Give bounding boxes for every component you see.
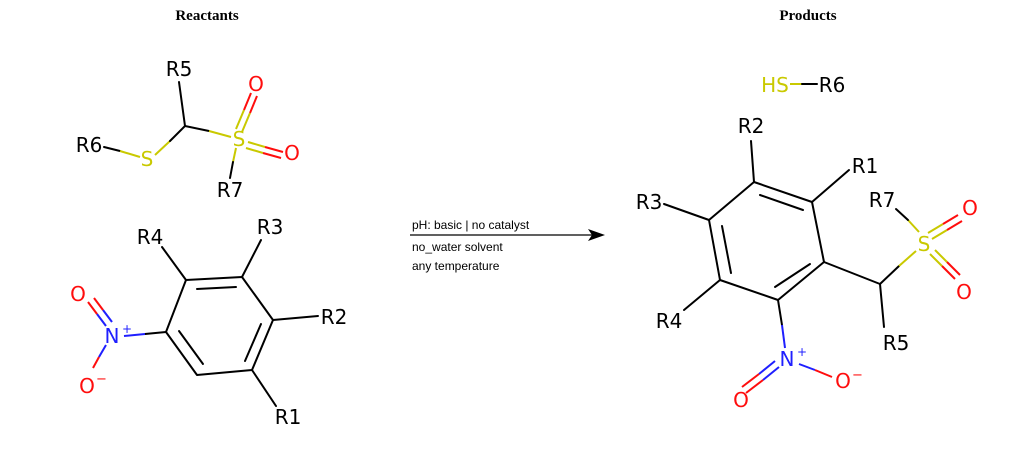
condition-solvent: no_water solvent xyxy=(412,240,503,254)
reactant1-oxygen-right: O xyxy=(284,141,300,165)
reactant-thioether-sulfone: R5 R6 S S O O R7 xyxy=(76,57,300,202)
product2-nitrogen: N xyxy=(780,347,795,371)
reactant1-thioether-sulfur: S xyxy=(141,147,154,171)
product2-oxygen-minus: O xyxy=(835,369,851,393)
product-substituted-arene: R2 R1 R3 R4 R7 R5 S O O N + O O − xyxy=(636,114,978,412)
reactant2-oxygen-minus: O xyxy=(79,374,95,398)
reactant1-r5-label: R5 xyxy=(166,57,193,81)
reactant1-oxygen-top: O xyxy=(248,72,264,96)
product2-r1-label: R1 xyxy=(852,154,879,178)
reactant1-r7-label: R7 xyxy=(217,178,244,202)
reactants-title: Reactants xyxy=(175,8,239,24)
products-title: Products xyxy=(779,8,837,24)
reactant2-oxygen-charge: − xyxy=(96,372,107,387)
product2-r5-label: R5 xyxy=(883,331,910,355)
product2-oxygen-double: O xyxy=(733,388,749,412)
product2-r4-label: R4 xyxy=(656,309,683,333)
product2-r2-label: R2 xyxy=(738,114,765,138)
reactant2-nitrogen-charge: + xyxy=(122,322,132,336)
product2-sulfur: S xyxy=(918,232,931,256)
reactant1-r6-label: R6 xyxy=(76,133,103,157)
product2-r3-label: R3 xyxy=(636,190,663,214)
product2-oxygen-charge: − xyxy=(852,368,863,383)
condition-temperature: any temperature xyxy=(412,259,500,273)
product-thiol: HS R6 xyxy=(761,73,845,97)
product1-hs-label: HS xyxy=(761,73,789,97)
reactant2-nitrogen: N xyxy=(105,324,120,348)
product2-r7-label: R7 xyxy=(869,188,896,212)
reactant-nitroarene: R4 R3 R2 R1 N + O O − xyxy=(70,215,347,429)
product2-nitrogen-charge: + xyxy=(797,345,807,359)
reactant2-r1-label: R1 xyxy=(275,405,302,429)
condition-ph-catalyst: pH: basic | no catalyst xyxy=(412,218,530,232)
reaction-arrow xyxy=(410,229,605,241)
reactant2-oxygen-double: O xyxy=(70,282,86,306)
product2-oxygen-bottom: O xyxy=(956,280,972,304)
reactant2-r2-label: R2 xyxy=(321,305,348,329)
reactant1-sulfonyl-sulfur: S xyxy=(233,127,246,151)
product2-oxygen-top: O xyxy=(962,196,978,220)
reactant2-r3-label: R3 xyxy=(257,215,284,239)
reactant2-r4-label: R4 xyxy=(137,225,164,249)
product1-r6-label: R6 xyxy=(819,73,846,97)
